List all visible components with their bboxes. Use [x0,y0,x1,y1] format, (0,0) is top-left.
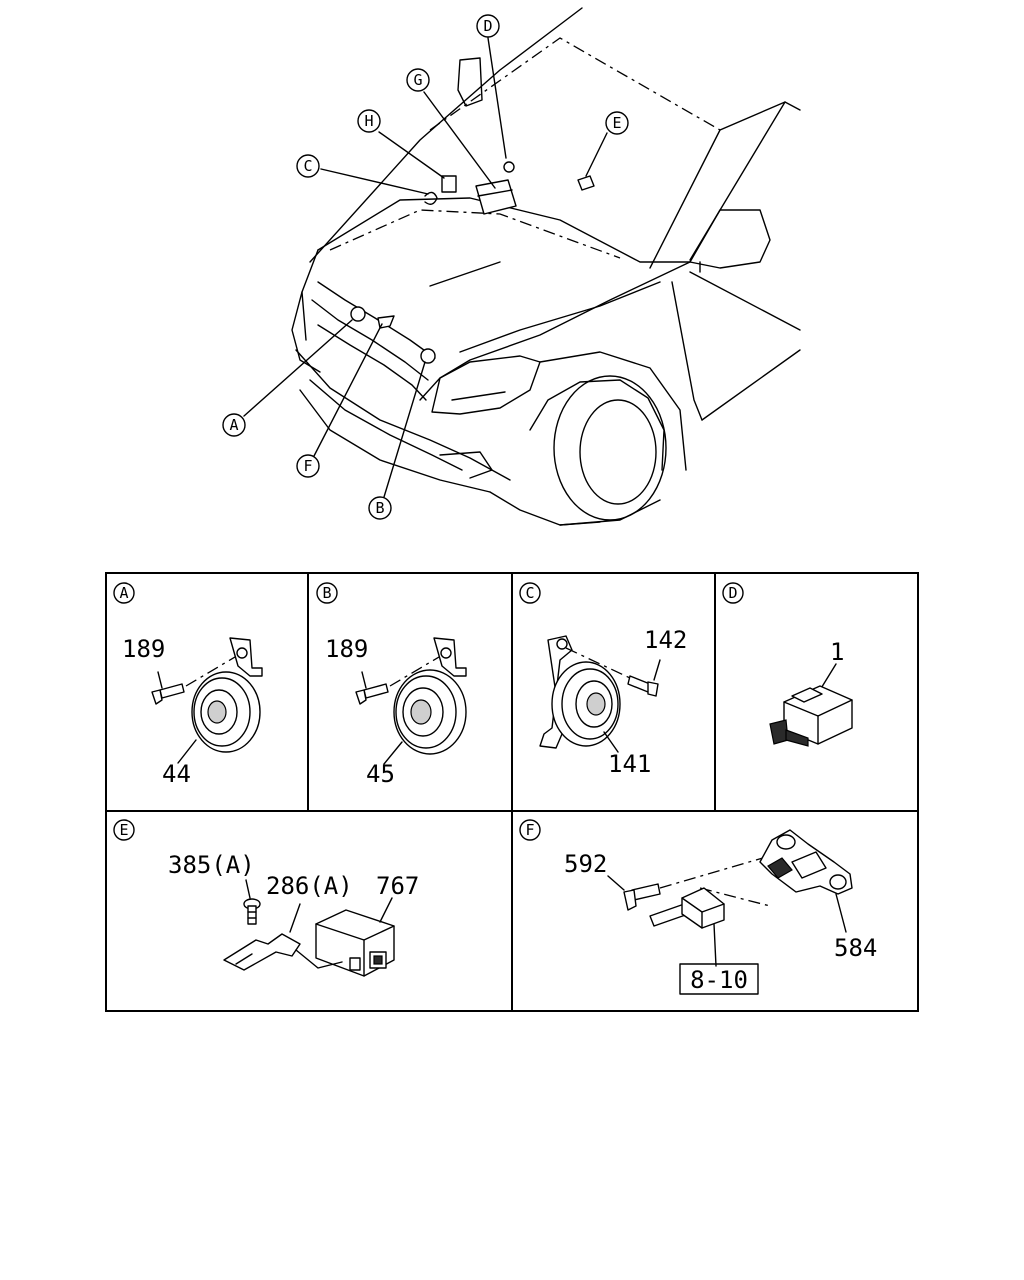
callout-leader-lines [243,37,608,498]
part-label-592: 592 [564,850,607,878]
svg-text:H: H [364,112,373,130]
bracket-icon [759,829,853,895]
horn-icon [191,637,263,753]
panel-e-letter: E [119,821,128,839]
reference-box [679,963,759,995]
panel-d: D 1 [722,582,853,747]
part-label-141: 141 [608,750,651,778]
panel-c: C 142 141 [519,582,687,778]
panel-e: E 385(A) 286(A) 767 [113,819,419,977]
callout-g: G [406,68,430,92]
part-label-767: 767 [376,872,419,900]
relay-icon [769,685,853,747]
panel-b-letter: B [322,584,331,602]
part-label-44: 44 [162,760,191,788]
callout-h: H [357,109,381,133]
callout-f: F [296,454,320,478]
panel-f: F 592 584 8-10 [519,819,877,995]
bracket-icon [223,933,301,971]
panel-d-letter: D [728,584,737,602]
svg-text:D: D [483,17,492,35]
part-label-385a: 385(A) [168,851,255,879]
reference-label-8-10: 8-10 [690,966,748,994]
part-label-286a: 286(A) [266,872,353,900]
screw-icon [243,898,261,925]
bolt-icon [623,883,661,911]
callout-d: D [476,14,500,38]
part-label-45: 45 [366,760,395,788]
svg-text:A: A [229,416,238,434]
panel-f-letter: F [525,821,534,839]
svg-text:C: C [303,157,312,175]
panel-a-letter: A [119,584,128,602]
detail-grid [105,572,919,1012]
part-label-1: 1 [830,638,844,666]
callout-e: E [605,111,629,135]
svg-text:B: B [375,499,384,517]
vehicle-part-markers [350,161,595,364]
panel-a: A 189 44 [113,582,263,788]
vehicle-illustration [291,7,801,526]
callout-c: C [296,154,320,178]
bolt-icon [355,683,389,705]
part-label-142: 142 [644,626,687,654]
part-label-189: 189 [325,635,368,663]
bolt-icon [627,675,659,697]
svg-text:E: E [612,114,621,132]
panel-c-letter: C [525,584,534,602]
callout-a: A [222,413,246,437]
part-label-584: 584 [834,934,877,962]
svg-text:F: F [303,457,312,475]
panel-b: B 189 45 [316,582,467,788]
sensor-icon [649,887,725,929]
svg-text:G: G [413,71,422,89]
part-label-189: 189 [122,635,165,663]
callout-b: B [368,496,392,520]
bolt-icon [151,683,185,705]
module-icon [315,909,395,977]
horn-icon [539,635,621,749]
horn-icon [393,637,467,755]
